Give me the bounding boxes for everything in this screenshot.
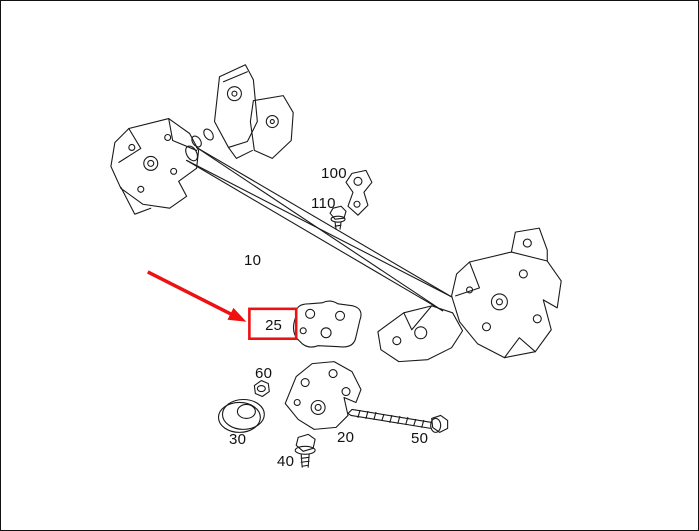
axle-beam: [185, 145, 453, 312]
right-axle-mount: [451, 227, 562, 359]
highlight-arrow-shaft: [146, 270, 234, 317]
part-25-plate: [292, 300, 362, 348]
part-label-100: 100: [321, 165, 347, 182]
part-label-20: 20: [337, 429, 355, 446]
highlight-arrow-head: [227, 307, 247, 322]
part-50-screw: [347, 408, 449, 433]
part-30-bushing: [217, 398, 265, 433]
left-axle-mount: [110, 118, 214, 215]
part-label-30: 30: [229, 431, 247, 448]
part-60-nut: [253, 380, 270, 398]
part-label-10: 10: [244, 252, 262, 269]
part-20-bracket: [284, 361, 362, 430]
part-label-40: 40: [277, 453, 295, 470]
part-label-25: 25: [265, 316, 282, 334]
part-110-bolt: [329, 205, 347, 230]
upper-mount-bracket: [213, 64, 294, 159]
part-label-60: 60: [255, 365, 273, 382]
highlight-box: [248, 307, 298, 341]
highlight-callout: [146, 270, 298, 341]
part-40-bolt: [294, 433, 316, 468]
part-label-50: 50: [411, 430, 429, 447]
part-100-bracket: [345, 169, 373, 216]
axle-lower-bracket: [377, 305, 464, 363]
part-label-110: 110: [311, 195, 336, 212]
